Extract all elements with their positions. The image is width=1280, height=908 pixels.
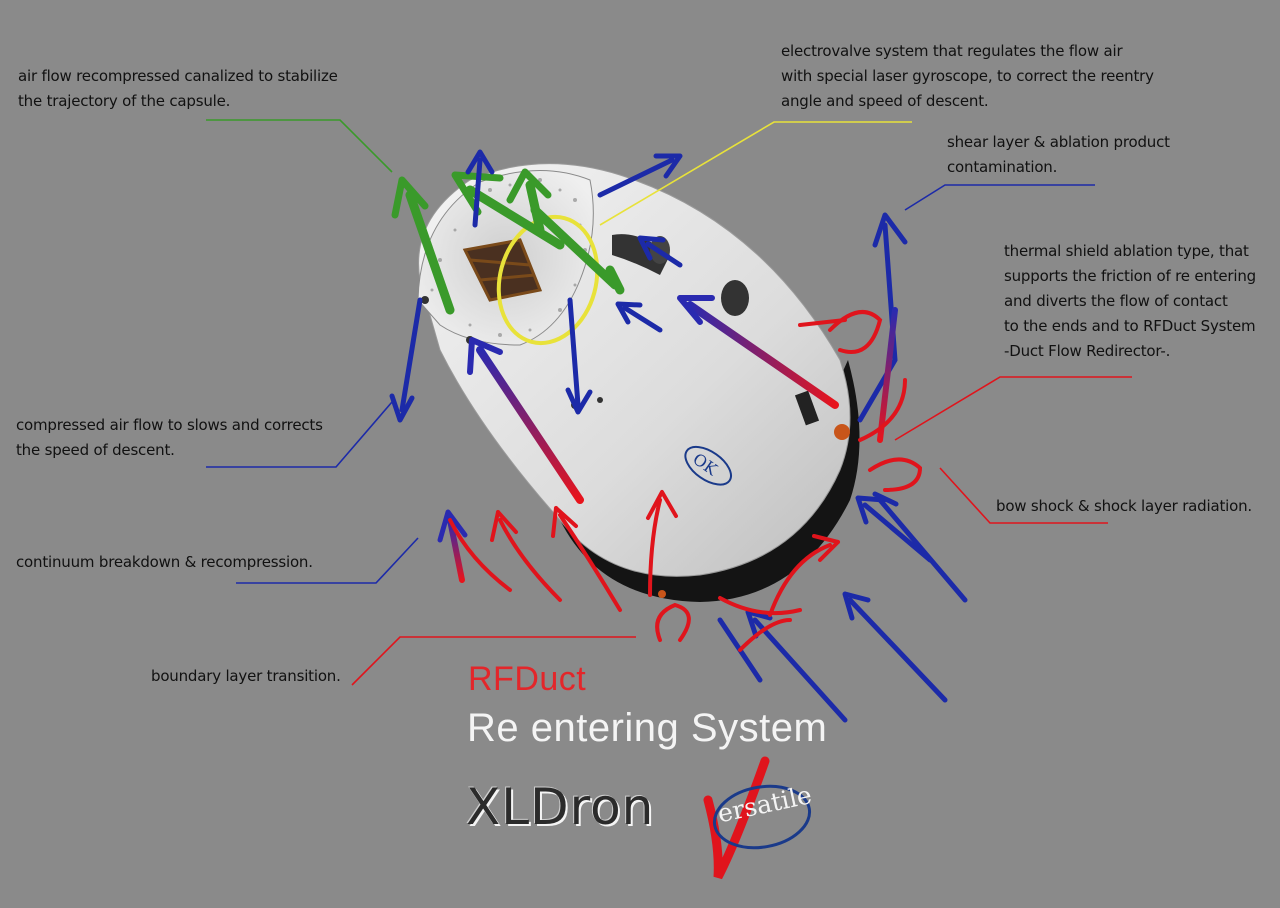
annotation-continuum: continuum breakdown & recompression. bbox=[16, 553, 313, 571]
leader-electrovalve bbox=[599, 121, 912, 226]
annotation-compressed-air: compressed air flow to slows and correct… bbox=[16, 416, 323, 459]
annotation-air-flow-stabilize: air flow recompressed canalized to stabi… bbox=[18, 67, 338, 110]
leader-compressed bbox=[206, 401, 393, 468]
green-arrows bbox=[391, 168, 625, 315]
annotation-thermal-shield: thermal shield ablation type, that suppo… bbox=[1004, 242, 1256, 360]
orange-light bbox=[834, 424, 850, 440]
blue-arrows bbox=[389, 149, 968, 723]
electrovalve-marker bbox=[496, 214, 600, 346]
leader-air-stabilize bbox=[206, 119, 393, 173]
red-arrows bbox=[448, 310, 923, 652]
subtitle: Re entering System bbox=[467, 706, 828, 750]
leader-thermal bbox=[894, 376, 1132, 441]
annotation-bow-shock: bow shock & shock layer radiation. bbox=[996, 497, 1252, 515]
annotation-boundary-layer: boundary layer transition. bbox=[151, 667, 341, 685]
brand-title: RFDuct bbox=[468, 660, 587, 698]
leader-continuum bbox=[236, 537, 419, 584]
xldron-logo: XLDron bbox=[466, 778, 655, 836]
versatile-logo bbox=[703, 756, 812, 880]
orange-light-2 bbox=[658, 590, 666, 598]
annotation-electrovalve: electrovalve system that regulates the f… bbox=[781, 42, 1154, 110]
side-port bbox=[721, 280, 749, 316]
leader-boundary bbox=[351, 636, 636, 686]
leader-bow bbox=[939, 467, 1108, 524]
gradient-arrows bbox=[437, 295, 898, 583]
leader-shear bbox=[904, 184, 1095, 211]
leader-lines bbox=[206, 119, 1132, 686]
versatile-orbit bbox=[712, 784, 812, 850]
side-hatch bbox=[794, 390, 820, 426]
annotation-shear-layer: shear layer & ablation product contamina… bbox=[947, 133, 1170, 176]
capsule-illustration: OK bbox=[417, 163, 860, 602]
side-window bbox=[612, 234, 670, 275]
